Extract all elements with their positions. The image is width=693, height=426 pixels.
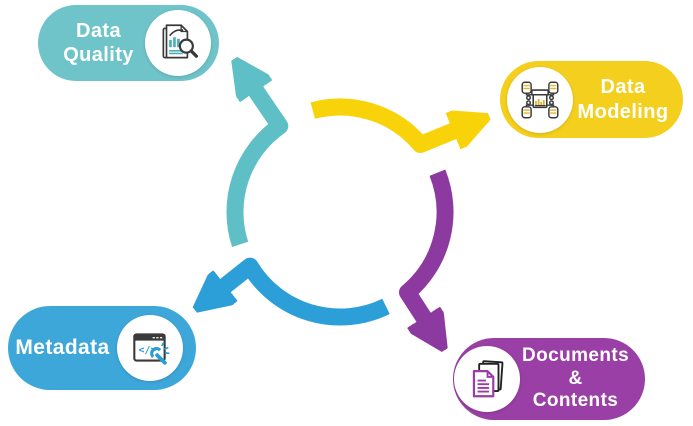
node-data-modeling-label: Data Modeling xyxy=(577,76,669,123)
arrow-to-data-quality xyxy=(226,87,289,248)
node-metadata: Metadata </> xyxy=(8,306,196,390)
node-documents-contents: Documents & Contents xyxy=(453,338,645,420)
arrow-to-metadata xyxy=(222,257,390,326)
arrow-to-documents-contents xyxy=(399,169,454,322)
node-data-modeling: Data Modeling xyxy=(500,61,683,138)
node-data-quality: Data Quality xyxy=(38,5,219,81)
node-metadata-label: Metadata xyxy=(15,336,110,360)
stacked-documents-icon xyxy=(454,346,520,412)
database-schema-icon xyxy=(507,66,573,133)
code-window-wrench-icon: </> xyxy=(117,315,183,381)
node-data-quality-label: Data Quality xyxy=(63,19,134,66)
node-documents-contents-label: Documents & Contents xyxy=(521,345,630,412)
report-analysis-magnifier-icon xyxy=(145,10,211,76)
svg-text:</>: </> xyxy=(139,345,157,356)
arrow-to-data-modeling xyxy=(310,98,458,153)
